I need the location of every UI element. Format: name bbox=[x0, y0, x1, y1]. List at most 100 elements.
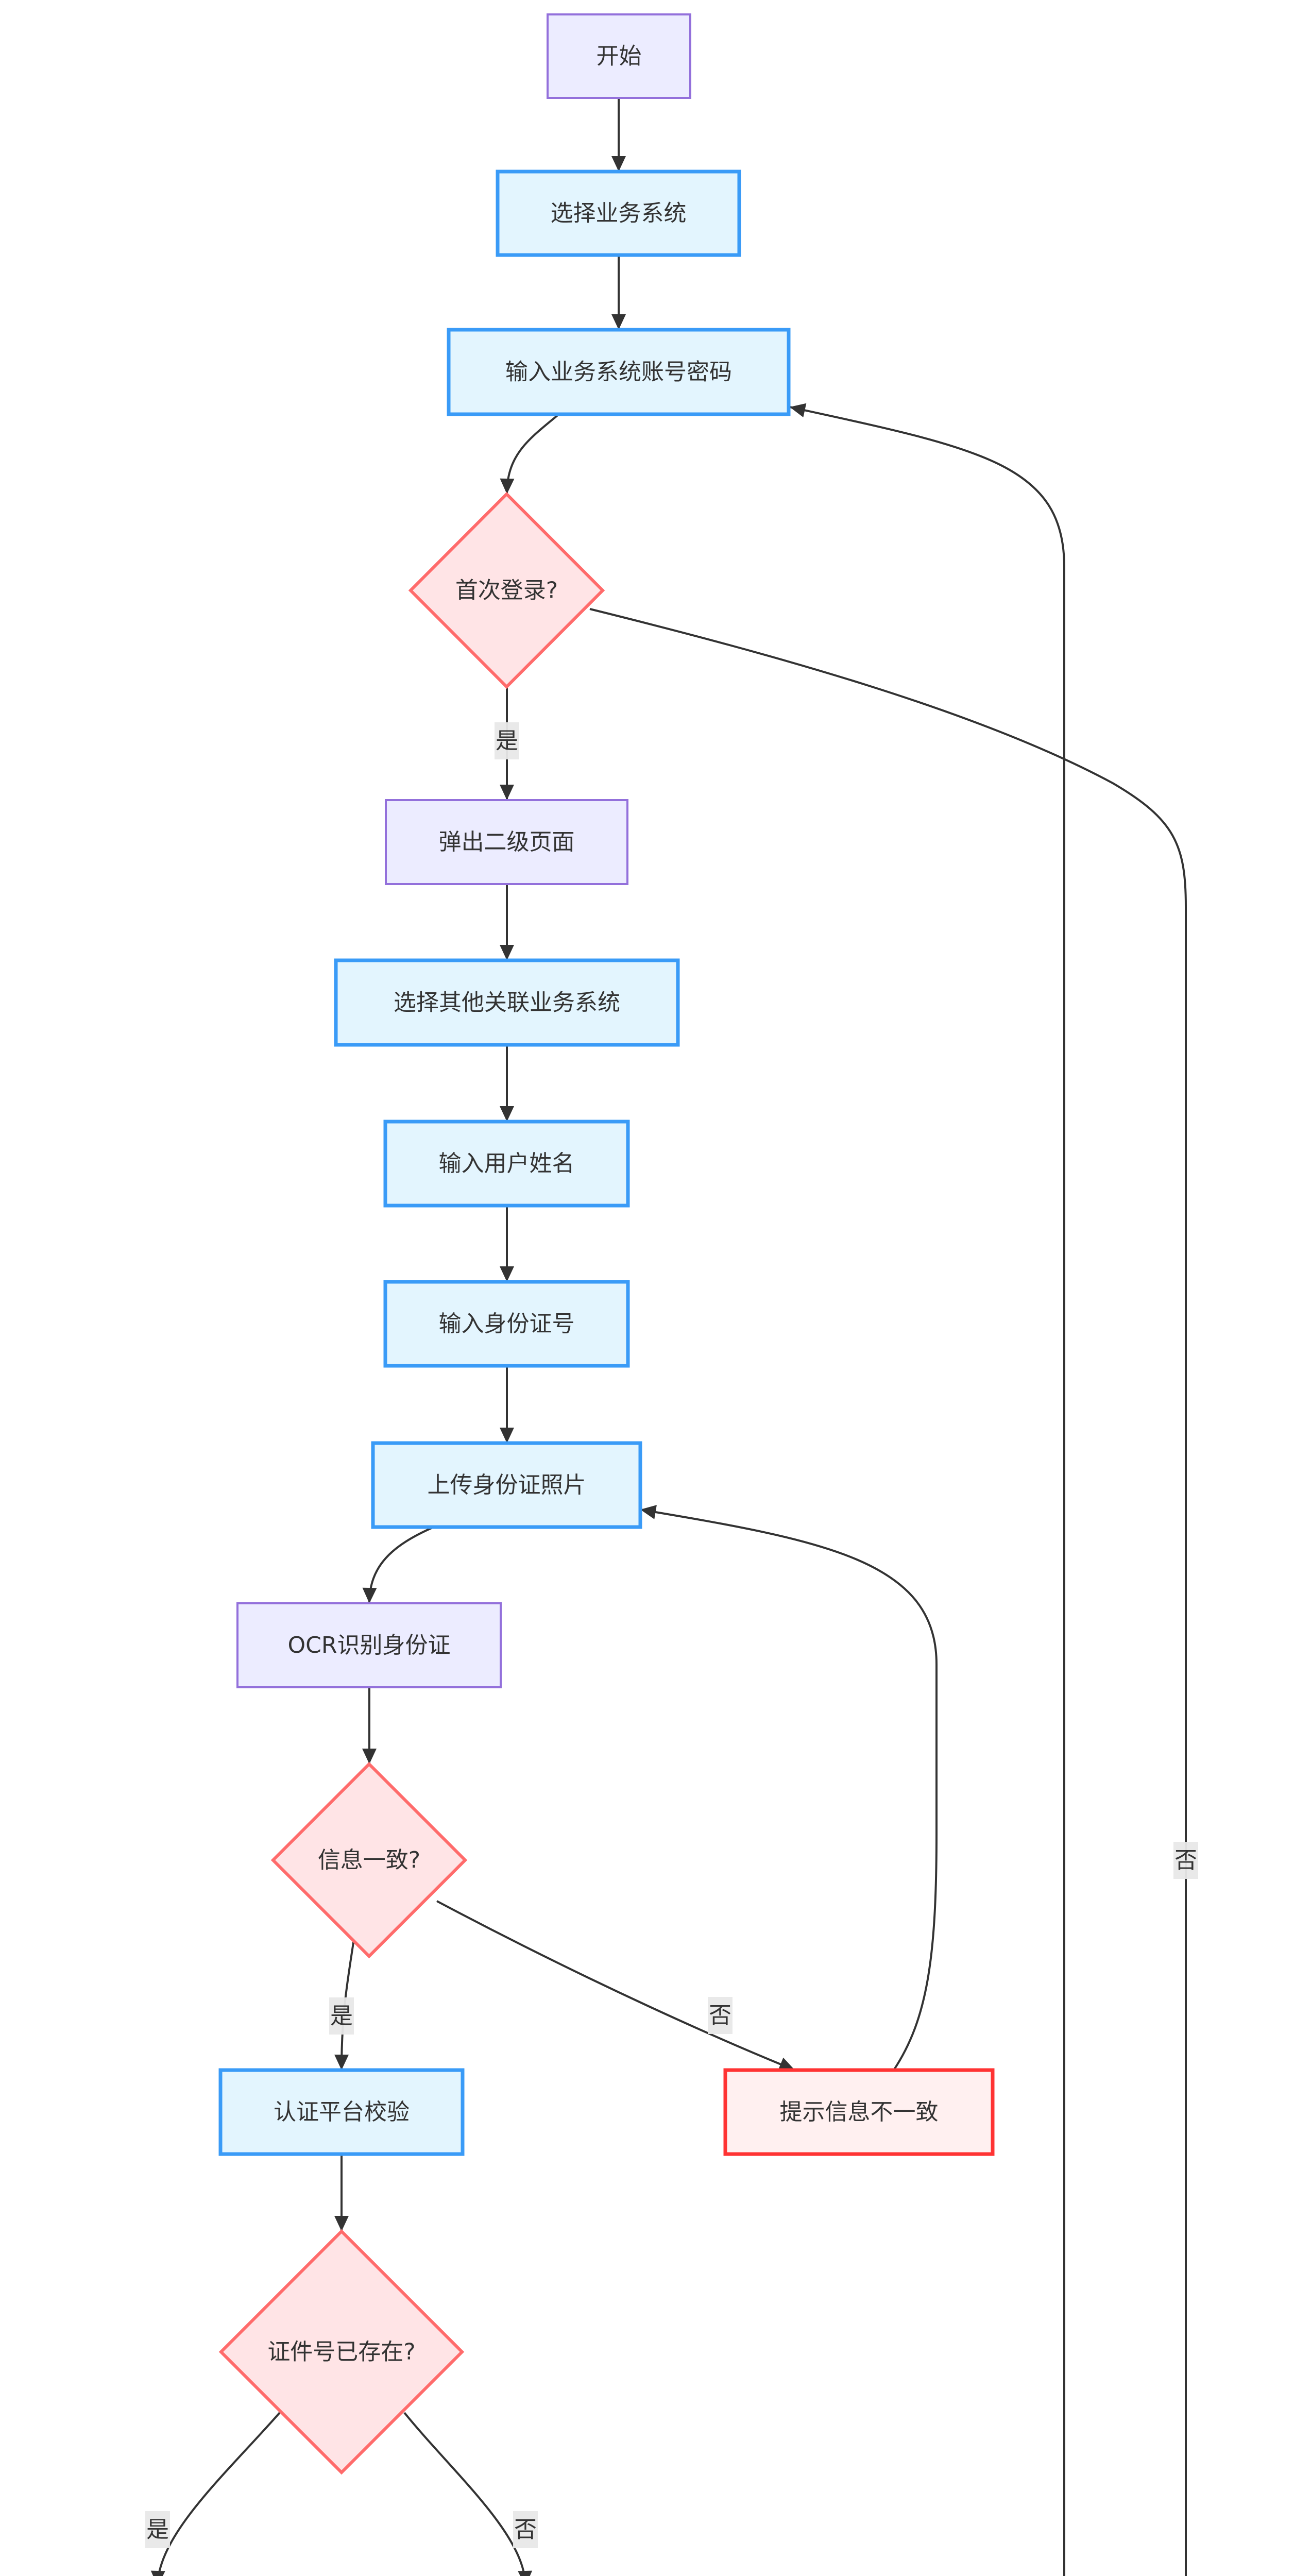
edge-cred_error-to-input_cred bbox=[789, 403, 1065, 2576]
edge-id_exists-to-forward bbox=[403, 2412, 533, 2576]
edge-line bbox=[506, 413, 560, 495]
node-label: 输入身份证号 bbox=[439, 1311, 575, 1337]
node-box bbox=[334, 958, 680, 1047]
node-label: 上传身份证照片 bbox=[428, 1472, 586, 1498]
edge-label-id_exists-to-forward: 否 bbox=[513, 2511, 538, 2548]
edge-label-text: 否 bbox=[709, 2003, 731, 2029]
node-label: 选择业务系统 bbox=[551, 200, 687, 227]
edge-label-first_login-to-direct_login: 否 bbox=[1173, 1842, 1198, 1879]
edge-label-info_match-to-platform_check: 是 bbox=[329, 1997, 354, 2035]
edge-label-background bbox=[1173, 1842, 1198, 1879]
node-start[interactable]: 开始 bbox=[547, 13, 691, 99]
node-ocr[interactable]: OCR识别身份证 bbox=[236, 1602, 502, 1688]
edge-select_sys-to-input_cred bbox=[611, 255, 626, 330]
edge-label-text: 是 bbox=[496, 728, 518, 754]
edge-line bbox=[157, 2412, 281, 2576]
arrowhead-icon bbox=[611, 156, 626, 172]
edge-line bbox=[403, 2412, 526, 2576]
node-select-sys[interactable]: 选择业务系统 bbox=[496, 170, 741, 257]
edge-label-text: 否 bbox=[514, 2517, 537, 2543]
node-label: 信息一致? bbox=[318, 1847, 420, 1873]
node-box bbox=[383, 1280, 630, 1368]
edge-line bbox=[589, 608, 1187, 2576]
node-box bbox=[447, 328, 791, 416]
node-first-login[interactable]: 首次登录? bbox=[408, 492, 605, 689]
edge-label-background bbox=[513, 2511, 538, 2548]
edge-label-background bbox=[495, 722, 519, 759]
arrowhead-icon bbox=[500, 1106, 514, 1122]
edge-label-text: 是 bbox=[330, 2003, 353, 2029]
edge-label-text: 否 bbox=[1174, 1848, 1197, 1874]
arrowhead-icon bbox=[500, 945, 514, 960]
node-box bbox=[723, 2068, 995, 2156]
edge-select_other-to-input_name bbox=[500, 1045, 514, 1122]
decision-diamond bbox=[270, 1761, 468, 1959]
arrowhead-icon bbox=[500, 1266, 514, 1282]
node-box bbox=[547, 13, 691, 99]
node-box bbox=[383, 1120, 630, 1208]
edge-upload_photo-to-ocr bbox=[362, 1526, 434, 1604]
arrowhead-icon bbox=[150, 2570, 165, 2576]
edge-line bbox=[368, 1526, 434, 1604]
node-box bbox=[371, 1441, 642, 1529]
edge-mismatch-to-upload_photo bbox=[640, 1505, 938, 2071]
arrowhead-icon bbox=[790, 403, 807, 418]
edge-input_cred-to-first_login bbox=[500, 413, 560, 495]
node-input-id[interactable]: 输入身份证号 bbox=[383, 1280, 630, 1368]
arrowhead-icon bbox=[518, 2570, 533, 2576]
arrowhead-icon bbox=[500, 785, 514, 800]
node-label: 输入用户姓名 bbox=[439, 1150, 575, 1177]
arrowhead-icon bbox=[334, 2216, 349, 2231]
node-label: 弹出二级页面 bbox=[439, 829, 575, 855]
edge-label-background bbox=[145, 2511, 170, 2548]
arrowhead-icon bbox=[500, 1428, 514, 1443]
decision-diamond bbox=[218, 2229, 465, 2475]
arrowhead-icon bbox=[640, 1505, 657, 1519]
node-label: 输入业务系统账号密码 bbox=[505, 359, 732, 385]
node-box bbox=[496, 170, 741, 257]
arrowhead-icon bbox=[362, 1587, 377, 1603]
arrowhead-icon bbox=[362, 1749, 377, 1764]
node-select-other[interactable]: 选择其他关联业务系统 bbox=[334, 958, 680, 1047]
node-platform-check[interactable]: 认证平台校验 bbox=[218, 2068, 465, 2156]
node-box bbox=[236, 1602, 502, 1688]
node-label: 认证平台校验 bbox=[274, 2099, 410, 2125]
edge-id_exists-to-registered bbox=[150, 2412, 281, 2576]
edge-first_login-to-direct_login bbox=[589, 608, 1187, 2576]
edge-input_name-to-input_id bbox=[500, 1206, 514, 1282]
node-id-exists[interactable]: 证件号已存在? bbox=[218, 2229, 465, 2475]
node-box bbox=[385, 799, 628, 885]
arrowhead-icon bbox=[611, 314, 626, 330]
arrowhead-icon bbox=[777, 2057, 795, 2071]
node-upload-photo[interactable]: 上传身份证照片 bbox=[371, 1441, 642, 1529]
edge-ocr-to-info_match bbox=[362, 1687, 377, 1764]
decision-diamond bbox=[408, 492, 605, 689]
edges-layer bbox=[150, 98, 1187, 2576]
node-popup[interactable]: 弹出二级页面 bbox=[385, 799, 628, 885]
edge-label-info_match-to-mismatch: 否 bbox=[708, 1997, 733, 2034]
node-label: 首次登录? bbox=[455, 578, 558, 604]
edge-label-background bbox=[708, 1997, 733, 2034]
edge-line bbox=[640, 1509, 938, 2071]
edge-line bbox=[340, 1935, 355, 2071]
node-input-cred[interactable]: 输入业务系统账号密码 bbox=[447, 328, 791, 416]
node-info-match[interactable]: 信息一致? bbox=[270, 1761, 468, 1959]
node-mismatch[interactable]: 提示信息不一致 bbox=[723, 2068, 995, 2156]
edge-platform_check-to-id_exists bbox=[334, 2154, 349, 2231]
edge-labels-layer: 是否是否是否是否 bbox=[145, 722, 1198, 2548]
edge-label-background bbox=[329, 1997, 354, 2035]
edge-line bbox=[789, 406, 1065, 2576]
edge-info_match-to-mismatch bbox=[436, 1900, 795, 2071]
node-label: OCR识别身份证 bbox=[288, 1632, 451, 1658]
edge-start-to-select_sys bbox=[611, 98, 626, 172]
edge-label-first_login-to-popup: 是 bbox=[495, 722, 519, 759]
edge-input_id-to-upload_photo bbox=[500, 1366, 514, 1443]
arrowhead-icon bbox=[334, 2054, 349, 2070]
node-label: 开始 bbox=[597, 43, 642, 70]
node-label: 选择其他关联业务系统 bbox=[394, 990, 620, 1016]
arrowhead-icon bbox=[500, 478, 515, 494]
node-label: 证件号已存在? bbox=[267, 2339, 415, 2365]
node-label: 提示信息不一致 bbox=[780, 2099, 939, 2125]
node-input-name[interactable]: 输入用户姓名 bbox=[383, 1120, 630, 1208]
